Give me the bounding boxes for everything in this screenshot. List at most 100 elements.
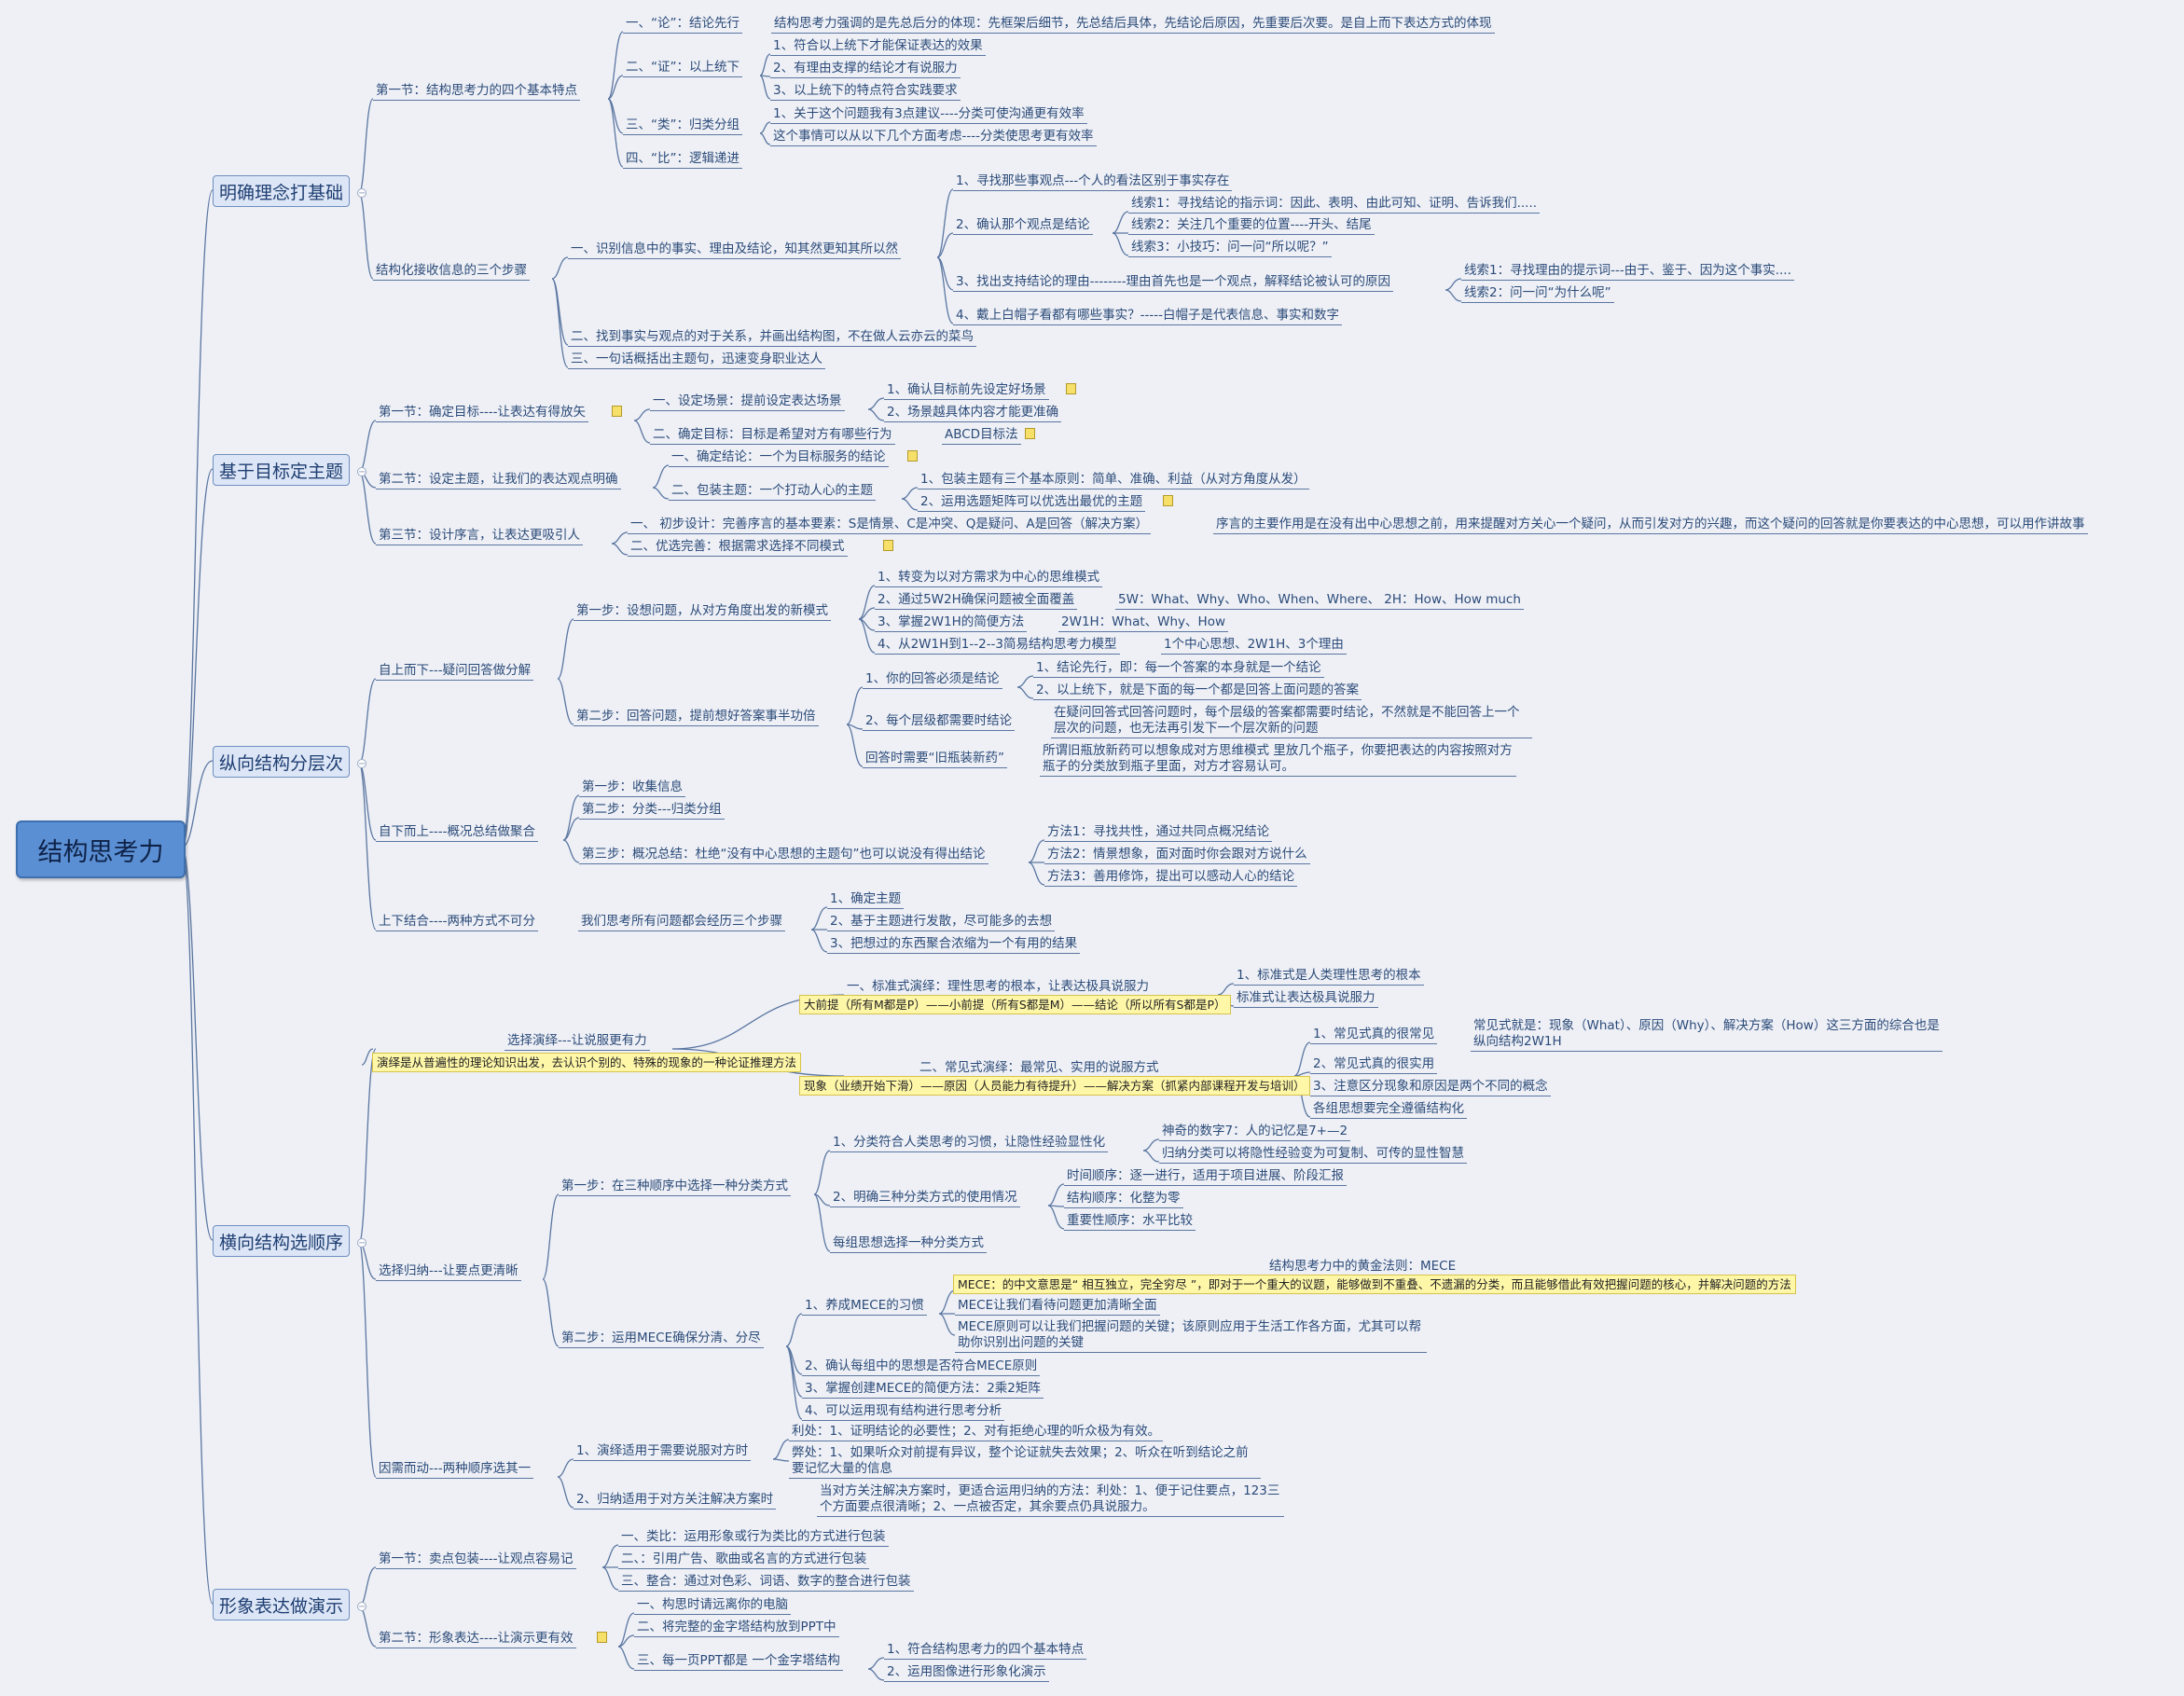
- topic[interactable]: MECE原则可以让我们把握问题的关键；该原则应用于生活工作各方面，尤其可以帮助你…: [955, 1319, 1427, 1353]
- topic[interactable]: 当对方关注解决方案时，更适合运用归纳的方法：利处：1、便于记住要点，123三个方…: [817, 1483, 1284, 1517]
- note-icon[interactable]: [1066, 383, 1076, 394]
- topic[interactable]: 四、“比”：逻辑递进: [623, 151, 742, 169]
- topic[interactable]: 第二节：设定主题，让我们的表达观点明确: [376, 472, 621, 489]
- topic[interactable]: 第三节：设计序言，让表达更吸引人: [376, 528, 583, 545]
- topic[interactable]: 归纳分类可以将隐性经验变为可复制、可传的显性智慧: [1159, 1146, 1467, 1164]
- collapse-toggle-icon[interactable]: −: [357, 467, 366, 477]
- topic[interactable]: ABCD目标法: [942, 427, 1021, 445]
- topic[interactable]: 2、常见式真的很实用: [1310, 1056, 1438, 1074]
- note-icon[interactable]: [907, 450, 918, 462]
- topic[interactable]: 结构思考力强调的是先总后分的体现：先框架后细节，先总结后具体，先结论后原因，先重…: [771, 16, 1495, 34]
- topic[interactable]: 二、确定目标：目标是希望对方有哪些行为: [650, 427, 895, 445]
- topic[interactable]: 在疑问回答式回答问题时，每个层级的答案都需要时结论，不然就是不能回答上一个层次的…: [1051, 705, 1532, 738]
- topic[interactable]: 二、：引用广告、歌曲或名言的方式进行包装: [618, 1551, 870, 1569]
- topic[interactable]: 2、基于主题进行发散，尽可能多的去想: [827, 914, 1056, 931]
- topic[interactable]: 1个中心思想、2W1H、3个理由: [1161, 637, 1347, 655]
- topic[interactable]: 方法3：善用修饰，提出可以感动人心的结论: [1044, 869, 1298, 887]
- note-icon[interactable]: [597, 1632, 607, 1643]
- topic[interactable]: 第一步：在三种顺序中选择一种分类方式: [559, 1179, 791, 1196]
- topic[interactable]: 二、找到事实与观点的对于关系，并画出结构图，不在做人云亦云的菜鸟: [568, 329, 976, 347]
- topic[interactable]: 1、关于这个问题我有3点建议----分类可使沟通更有效率: [770, 106, 1087, 124]
- topic[interactable]: 3、把想过的东西聚合浓缩为一个有用的结果: [827, 936, 1081, 954]
- topic[interactable]: 神奇的数字7：人的记忆是7+—2: [1159, 1124, 1351, 1141]
- topic[interactable]: 3、找出支持结论的理由--------理由首先也是一个观点，解释结论被认可的原因: [953, 274, 1394, 292]
- topic[interactable]: 选择演绎---让说服更有力: [505, 1033, 650, 1051]
- topic[interactable]: 线索1：寻找理由的提示词---由于、鉴于、因为这个事实....: [1461, 263, 1794, 281]
- topic[interactable]: 线索2：问一问“为什么呢”: [1461, 285, 1614, 303]
- topic[interactable]: 第一节：卖点包装----让观点容易记: [376, 1551, 576, 1569]
- topic[interactable]: 2、有理由支撑的结论才有说服力: [770, 61, 961, 78]
- topic[interactable]: 1、确定主题: [827, 891, 905, 909]
- topic[interactable]: 自上而下---疑问回答做分解: [376, 663, 534, 681]
- topic[interactable]: 1、你的回答必须是结论: [863, 671, 1002, 689]
- topic[interactable]: 2、以上统下，就是下面的每一个都是回答上面问题的答案: [1033, 683, 1362, 700]
- note-icon[interactable]: [612, 406, 622, 417]
- topic[interactable]: 标准式让表达极具说服力: [1234, 990, 1378, 1008]
- topic[interactable]: 2、确认那个观点是结论: [953, 217, 1093, 235]
- topic[interactable]: 1、标准式是人类理性思考的根本: [1234, 968, 1424, 986]
- main-topic-5[interactable]: 形象表达做演示: [213, 1589, 351, 1620]
- topic[interactable]: 方法1：寻找共性，通过共同点概况结论: [1044, 824, 1273, 842]
- topic[interactable]: 利处：1、证明结论的必要性；2、对有拒绝心理的听众极为有效。: [789, 1424, 1164, 1441]
- topic[interactable]: 线索1：寻找结论的指示词：因此、表明、由此可知、证明、告诉我们.....: [1128, 196, 1541, 214]
- topic[interactable]: 一、设定场景：提前设定表达场景: [650, 393, 845, 411]
- topic[interactable]: 二、将完整的金字塔结构放到PPT中: [634, 1620, 839, 1637]
- topic[interactable]: 一、 初步设计：完善序言的基本要素：S是情景、C是冲突、Q是疑问、A是回答（解决…: [628, 517, 1152, 534]
- topic[interactable]: 第一步：设想问题，从对方角度出发的新模式: [574, 603, 831, 621]
- topic[interactable]: 一、构思时请远离你的电脑: [634, 1597, 791, 1615]
- topic[interactable]: 1、转变为以对方需求为中心的思维模式: [875, 570, 1103, 587]
- topic[interactable]: 二、优选完善：根据需求选择不同模式: [628, 539, 848, 557]
- topic[interactable]: 常见式就是：现象（What）、原因（Why）、解决方案（How）这三方面的综合也…: [1471, 1018, 1942, 1052]
- highlight-note[interactable]: 大前提（所有M都是P）——小前提（所有S都是M）——结论（所以所有S都是P）: [799, 995, 1231, 1014]
- topic[interactable]: 每组思想选择一种分类方式: [830, 1235, 987, 1253]
- topic[interactable]: 1、确认目标前先设定好场景: [884, 382, 1049, 400]
- topic[interactable]: 1、演绎适用于需要说服对方时: [574, 1443, 752, 1461]
- note-icon[interactable]: [883, 540, 893, 551]
- main-topic-4[interactable]: 横向结构选顺序: [213, 1225, 351, 1257]
- topic[interactable]: 这个事情可以从以下几个方面考虑----分类使思考更有效率: [770, 129, 1097, 146]
- topic[interactable]: 自下而上----概况总结做聚合: [376, 824, 538, 842]
- root-topic[interactable]: 结构思考力: [16, 820, 186, 878]
- topic[interactable]: 3、以上统下的特点符合实践要求: [770, 83, 961, 101]
- topic[interactable]: 三、一句话概括出主题句，迅速变身职业达人: [568, 352, 825, 369]
- topic[interactable]: 3、掌握创建MECE的简便方法：2乘2矩阵: [802, 1381, 1044, 1399]
- topic[interactable]: 所谓旧瓶放新药可以想象成对方思维模式 里放几个瓶子，你要把表达的内容按照对方瓶子…: [1040, 743, 1516, 777]
- topic[interactable]: 1、常见式真的很常见: [1310, 1027, 1438, 1044]
- collapse-toggle-icon[interactable]: −: [357, 1602, 366, 1612]
- topic[interactable]: 线索3：小技巧：问一问“所以呢？”: [1128, 240, 1332, 257]
- topic[interactable]: 1、分类符合人类思考的习惯，让隐性经验显性化: [830, 1135, 1109, 1152]
- topic[interactable]: 弊处：1、如果听众对前提有异议，整个论证就失去效果；2、听众在听到结论之前要记忆…: [789, 1445, 1261, 1479]
- collapse-toggle-icon[interactable]: −: [357, 1238, 366, 1248]
- topic[interactable]: 2、运用选题矩阵可以优选出最优的主题: [918, 494, 1146, 512]
- note-icon[interactable]: [1025, 428, 1035, 439]
- topic[interactable]: 第二步：分类---归类分组: [579, 802, 725, 820]
- topic[interactable]: 一、识别信息中的事实、理由及结论，知其然更知其所以然: [568, 241, 901, 259]
- topic[interactable]: 重要性顺序：水平比较: [1064, 1213, 1196, 1231]
- topic[interactable]: 回答时需要“旧瓶装新药”: [863, 751, 1007, 768]
- note-icon[interactable]: [1163, 495, 1173, 506]
- topic[interactable]: 第一节：结构思考力的四个基本特点: [373, 83, 580, 101]
- topic[interactable]: 2、通过5W2H确保问题被全面覆盖: [875, 592, 1078, 610]
- topic[interactable]: 因需而动---两种顺序选其一: [376, 1461, 534, 1479]
- topic[interactable]: 2、每个层级都需要时结论: [863, 713, 1016, 731]
- topic[interactable]: 三、整合：通过对色彩、词语、数字的整合进行包装: [618, 1574, 914, 1592]
- topic[interactable]: 二、包装主题：一个打动人心的主题: [669, 483, 876, 501]
- topic[interactable]: 1、结论先行，即：每一个答案的本身就是一个结论: [1033, 660, 1324, 678]
- topic[interactable]: 序言的主要作用是在没有出中心思想之前，用来提醒对方关心一个疑问，从而引发对方的兴…: [1213, 517, 2088, 534]
- topic[interactable]: 1、寻找那些事观点---个人的看法区别于事实存在: [953, 173, 1233, 191]
- main-topic-2[interactable]: 基于目标定主题: [213, 454, 351, 486]
- collapse-toggle-icon[interactable]: −: [357, 188, 366, 199]
- topic[interactable]: 3、掌握2W1H的简便方法: [875, 614, 1028, 632]
- topic[interactable]: 一、确定结论：一个为目标服务的结论: [669, 449, 889, 467]
- topic[interactable]: 结构顺序：化整为零: [1064, 1191, 1183, 1208]
- topic[interactable]: 1、符合以上统下才能保证表达的效果: [770, 38, 986, 56]
- topic[interactable]: 第二步：运用MECE确保分清、分尽: [559, 1331, 764, 1348]
- main-topic-3[interactable]: 纵向结构分层次: [213, 746, 351, 778]
- topic[interactable]: 第一步：收集信息: [579, 779, 685, 797]
- topic[interactable]: 2、场景越具体内容才能更准确: [884, 405, 1062, 422]
- main-topic-1[interactable]: 明确理念打基础: [213, 175, 351, 207]
- topic[interactable]: 二、“证”：以上统下: [623, 60, 742, 77]
- topic[interactable]: 一、类比：运用形象或行为类比的方式进行包装: [618, 1529, 889, 1547]
- topic[interactable]: 5W：What、Why、Who、When、Where、 2H：How、How m…: [1115, 592, 1524, 610]
- topic[interactable]: 2、明确三种分类方式的使用情况: [830, 1190, 1020, 1207]
